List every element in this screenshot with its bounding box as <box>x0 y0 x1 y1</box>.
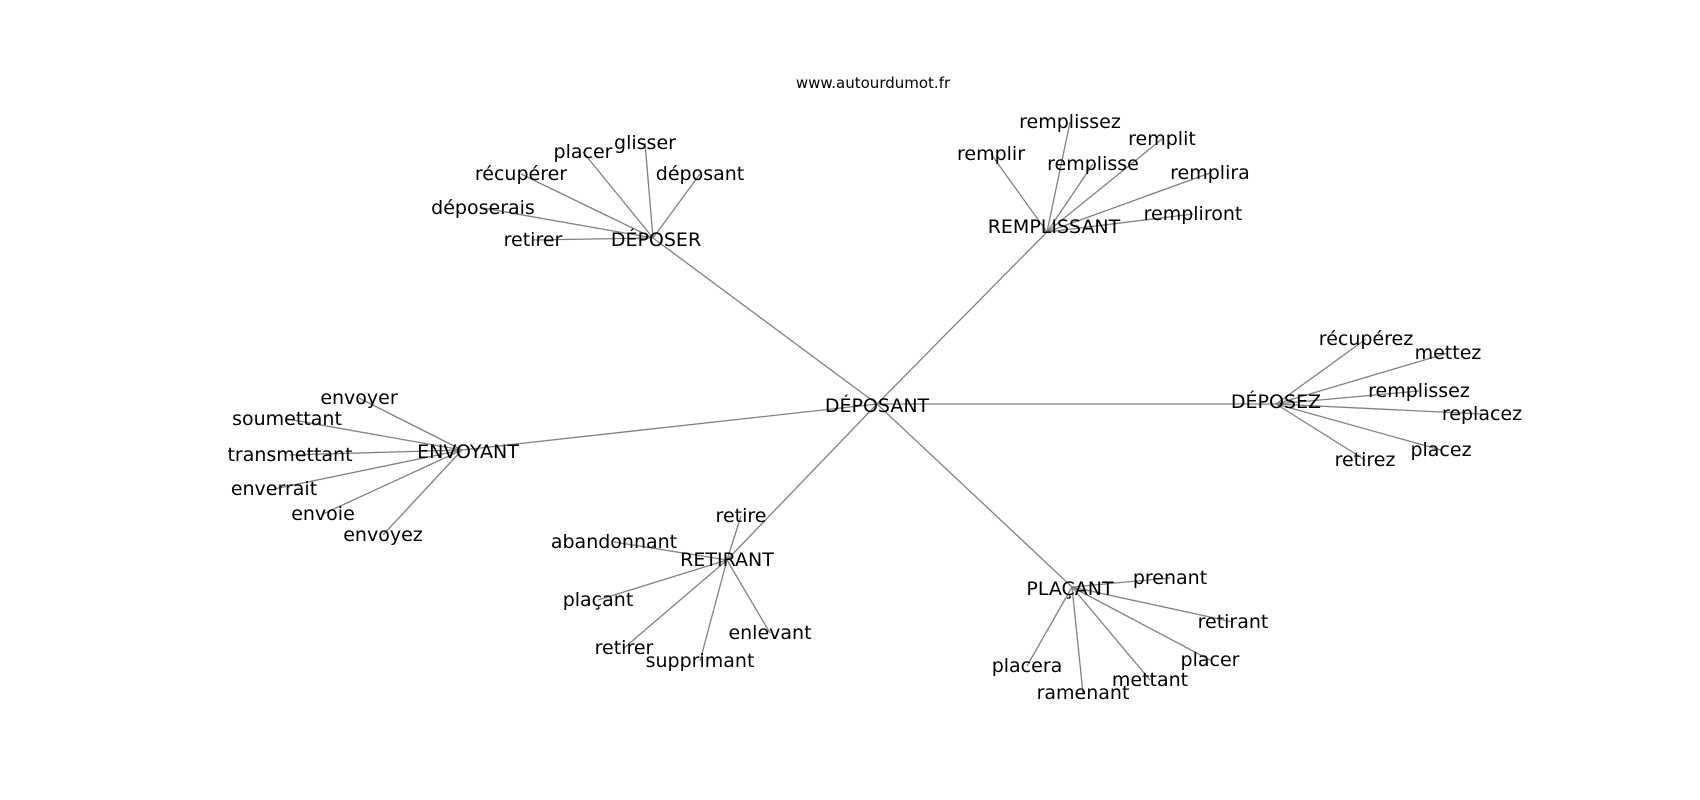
edge-hub-to-word <box>1275 403 1442 451</box>
edge-hub-to-word <box>532 237 654 241</box>
edge-hub-to-word <box>1275 352 1449 405</box>
edge-hub-to-word <box>1071 577 1171 588</box>
word-node: remplit <box>1128 128 1196 150</box>
edge-hub-to-word <box>1071 586 1084 694</box>
word-node: déposant <box>656 163 744 185</box>
word-node: placer <box>554 141 613 163</box>
edge-hub-to-word <box>726 559 771 634</box>
word-node: supprimant <box>646 650 755 672</box>
edge-center-to-hub <box>876 231 1048 405</box>
word-node: retirer <box>595 637 654 659</box>
edge-hub-to-word <box>273 449 463 490</box>
edge-hub-to-word <box>358 397 463 451</box>
word-node: ramenant <box>1037 682 1130 704</box>
word-node: remplissez <box>1019 111 1121 133</box>
edge-hub-to-word <box>1046 172 1211 233</box>
hub-node: PLAÇANT <box>1026 578 1114 600</box>
word-node: abandonnant <box>551 531 677 553</box>
word-node: enverrait <box>231 478 317 500</box>
word-node: retire <box>716 505 767 527</box>
word-node: remplira <box>1170 162 1250 184</box>
edge-hub-to-word <box>1046 213 1194 233</box>
word-node: envoyez <box>343 524 423 546</box>
hub-node: RETIRANT <box>680 549 774 571</box>
edge-hub-to-word <box>1275 403 1366 461</box>
center-node: DÉPOSANT <box>825 394 930 417</box>
edge-hub-to-word <box>1275 338 1367 405</box>
edge-hub-to-word <box>1046 163 1094 233</box>
word-node: envoyer <box>320 387 398 409</box>
edge-hub-to-word <box>597 559 728 601</box>
edge-hub-to-word <box>286 418 463 451</box>
hub-node: REMPLISSANT <box>988 216 1121 238</box>
edge-hub-to-word <box>1046 138 1163 233</box>
word-node: transmettant <box>227 444 352 466</box>
edge-hub-to-word <box>582 151 654 239</box>
hub-node: DÉPOSEZ <box>1231 390 1321 413</box>
word-node: mettant <box>1112 669 1188 691</box>
edge-hub-to-word <box>322 449 463 515</box>
word-node: envoie <box>291 503 355 525</box>
word-node: remplisse <box>1047 153 1139 175</box>
word-node: remplir <box>957 143 1025 165</box>
word-node: déposerais <box>431 197 535 219</box>
edge-hub-to-word <box>1071 586 1151 681</box>
word-node: placer <box>1181 649 1240 671</box>
word-node: prenant <box>1133 567 1207 589</box>
edge-center-to-hub <box>461 403 878 451</box>
edge-hub-to-word <box>652 173 701 239</box>
word-node: récupérer <box>475 163 567 185</box>
hub-node: ENVOYANT <box>417 441 519 463</box>
word-node: mettez <box>1415 342 1482 364</box>
word-node: replacez <box>1442 403 1522 425</box>
edge-hub-to-word <box>699 559 728 662</box>
edge-center-to-hub <box>652 237 878 405</box>
word-node: retirez <box>1335 449 1396 471</box>
word-node: rempliront <box>1144 203 1243 225</box>
edges-layer <box>273 121 1483 694</box>
edge-hub-to-word <box>613 541 728 561</box>
word-node: enlevant <box>728 622 811 644</box>
hub-node: DÉPOSER <box>611 228 701 251</box>
word-node: placez <box>1410 439 1471 461</box>
edge-hub-to-word <box>1275 390 1420 405</box>
word-node: soumettant <box>232 408 342 430</box>
edge-hub-to-word <box>990 153 1048 233</box>
edge-hub-to-word <box>382 449 463 536</box>
labels-layer: www.autourdumot.fr DÉPOSANT DÉPOSER glisse… <box>227 74 1522 704</box>
word-node: retirant <box>1198 611 1269 633</box>
edge-hub-to-word <box>1071 586 1211 661</box>
site-url: www.autourdumot.fr <box>796 74 951 92</box>
edge-hub-to-word <box>1275 403 1483 415</box>
edge-hub-to-word <box>520 173 654 239</box>
edge-hub-to-word <box>623 559 728 649</box>
word-node: retirer <box>504 229 563 251</box>
edge-center-to-hub <box>726 403 878 561</box>
edge-hub-to-word <box>1071 586 1234 623</box>
word-node: récupérez <box>1319 328 1413 350</box>
edge-center-to-hub <box>876 403 1073 588</box>
word-node: plaçant <box>563 589 634 611</box>
edge-hub-to-word <box>1046 121 1071 233</box>
word-node: placera <box>992 655 1063 677</box>
edge-hub-to-word <box>1026 586 1073 667</box>
edge-hub-to-word <box>644 142 654 239</box>
word-node: glisser <box>614 132 676 154</box>
edge-hub-to-word <box>289 449 463 456</box>
word-node: remplissez <box>1368 380 1470 402</box>
edge-hub-to-word <box>726 515 742 561</box>
edge-hub-to-word <box>482 207 654 239</box>
